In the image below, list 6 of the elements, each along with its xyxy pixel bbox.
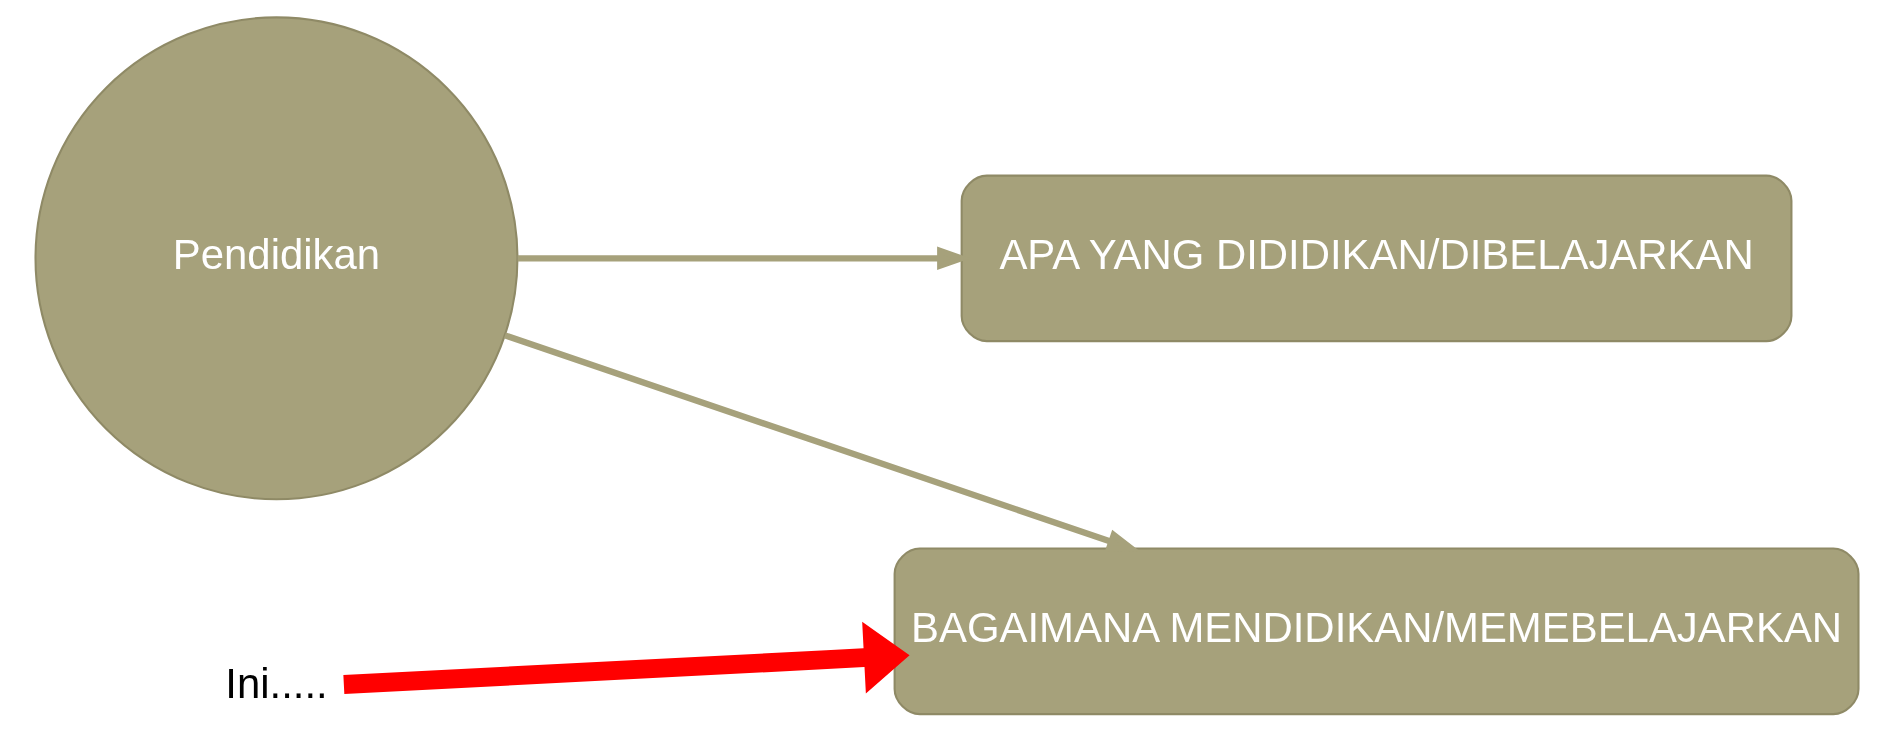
arrow [342, 621, 910, 694]
node-circle: Pendidikan [33, 15, 518, 500]
arrow [503, 331, 1140, 552]
node-text: Ini..... [224, 659, 328, 707]
node-box: BAGAIMANA MENDIDIKAN/MEMEBELAJARKAN [893, 547, 1860, 715]
node-box: APA YANG DIDIDIKAN/DIBELAJARKAN [960, 174, 1792, 342]
